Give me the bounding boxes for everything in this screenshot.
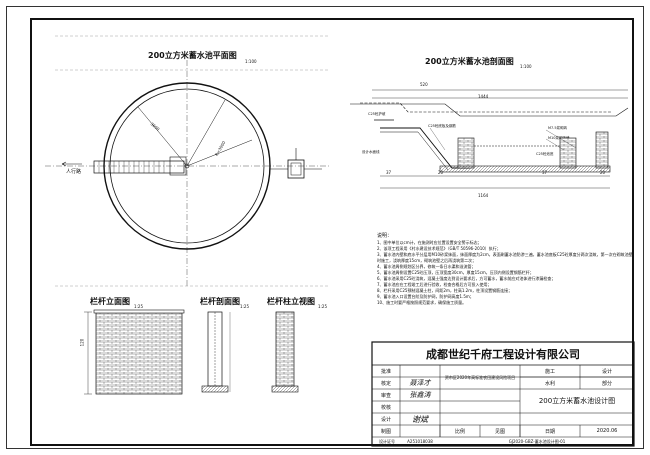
section-dim-top: 520 (420, 82, 428, 87)
section-title: 200立方米蓄水池剖面图 (425, 57, 514, 66)
scale-value: 见图 (494, 428, 505, 435)
section-dim-part: 37 (386, 170, 392, 175)
stage-value: 设计 (601, 368, 612, 375)
railing-front-view (84, 309, 185, 395)
railing-side-view (271, 311, 299, 393)
plan-view (45, 35, 330, 287)
note-item: 6、蓄水池采用C25砼浇筑，混凝土强度达到设计要求后，方可蓄水，蓄水前应对池体进… (377, 276, 556, 281)
drawing-sheet (6, 6, 644, 449)
notes-list: 1、图中单位以cm计，在施测时应位置设置安全警示标志； 2、该项工程采用《村水建… (377, 240, 635, 306)
section-dim-bottom-total: 1164 (478, 193, 489, 198)
railing-side-scale: 1:25 (318, 304, 327, 309)
date-label: 日期 (544, 428, 555, 435)
cert-number: A251018038 (407, 439, 433, 444)
section-callout: C25砼护坡 (368, 112, 386, 116)
signature-designer: 谢斌 (412, 414, 428, 424)
section-dim-part: 20 (438, 170, 444, 175)
note-item: 10、施工时要严格按照规范要求，确保施工质量。 (377, 300, 467, 305)
section-scale: 1:100 (520, 64, 532, 69)
role-label: 设计证号 (379, 438, 395, 444)
dept-value: 部分 (601, 380, 612, 387)
dept-label: 水利 (544, 380, 555, 387)
note-item: 3、蓄水池内壁和底水平分层用M10砂浆抹面，抹面厚度为2cm，表面刷蓄水池防渗三… (377, 252, 633, 263)
note-item: 2、该项工程采用《村水建设技术规范》（GB/T 50596-2010）执行； (377, 246, 501, 251)
project-name: 资市区2020年高标准农田建设风险项目 (444, 374, 516, 380)
note-item: 7、蓄水池应在工程竣工后进行验收，检查合格后方可投入使用； (377, 282, 492, 287)
stage-label: 施工 (544, 368, 555, 375)
section-view (350, 89, 629, 189)
plan-inlet-label: 人行路 (66, 169, 82, 175)
signature-approver: 聂泽才 (409, 379, 431, 387)
section-dim-part: 37 (542, 170, 548, 175)
signature-reviewer: 张鑫涛 (409, 391, 431, 399)
section-dim-total: 1444 (478, 94, 489, 99)
note-item: 8、栏杆采用C25预制混凝土柱，间距2m，柱高1.2m，柱顶设置钢筋连接； (377, 288, 513, 293)
section-callout: M10浆砌砖墙 (548, 136, 570, 140)
company-name: 成都世纪千府工程设计有限公司 (426, 347, 580, 361)
role-label: 制图 (380, 428, 391, 435)
railing-side-title: 栏杆柱立视图 (267, 297, 315, 306)
date-value: 2020.06 (596, 428, 618, 434)
role-label: 设计 (380, 416, 391, 423)
note-item: 5、蓄水池周侧设置C25砼压顶，压顶宽度30cm，厚度15cm，压顶内侧设置钢筋… (377, 270, 534, 275)
drawing-frame (30, 18, 634, 446)
note-item: 9、蓄水池入口设置台阶及防护网，防护网高度1.5m； (377, 294, 474, 299)
railing-front-title: 栏杆立面图 (90, 297, 130, 306)
role-label: 核定 (380, 380, 391, 387)
drawing-number: GJ2020-GBZ-蓄水池设计图-01 (508, 438, 566, 444)
section-dim-part: 20 (600, 170, 606, 175)
scale-label: 比例 (454, 428, 465, 435)
notes-title: 说明： (377, 233, 393, 239)
note-item: 1、图中单位以cm计，在施测时应位置设置安全警示标志； (377, 240, 482, 245)
note-item: 4、蓄水池周侧规划区分界，修筑一条日水渠和溢流管； (377, 264, 476, 269)
railing-front-scale: 1:25 (134, 304, 143, 309)
railing-section-title: 栏杆剖面图 (200, 297, 240, 306)
railing-section-view (201, 311, 231, 393)
section-callout: 设计水面线 (362, 150, 380, 154)
plan-scale: 1:100 (245, 59, 257, 64)
section-callout: M7.5浆砌砖 (548, 126, 568, 130)
role-label: 批准 (380, 368, 391, 375)
drawing-name: 200立方米蓄水池设计图 (538, 397, 616, 405)
railing-section-scale: 1:25 (240, 304, 249, 309)
role-label: 校核 (380, 404, 391, 411)
role-label: 审查 (380, 392, 391, 399)
title-block (371, 341, 635, 447)
plan-title: 200立方米蓄水池平面图 (148, 51, 237, 60)
section-callout: C25砼底板及钢筋 (428, 124, 456, 128)
section-callout: C25砼池底 (536, 152, 554, 156)
